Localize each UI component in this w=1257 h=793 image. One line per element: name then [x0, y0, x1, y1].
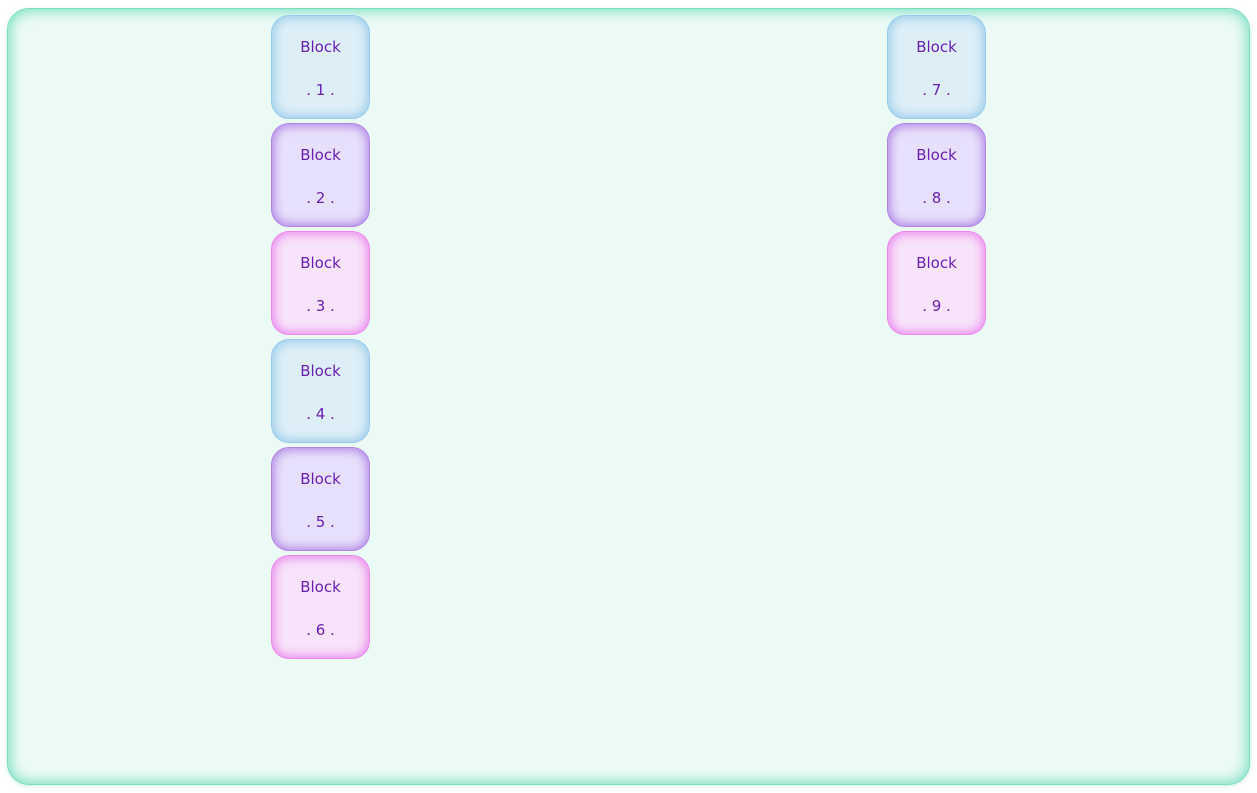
block-7[interactable]: Block . 7 .: [887, 15, 986, 119]
block-number: . 2 .: [306, 189, 335, 207]
block-5[interactable]: Block . 5 .: [271, 447, 370, 551]
block-title: Block: [916, 146, 957, 164]
block-number: . 4 .: [306, 405, 335, 423]
block-1[interactable]: Block . 1 .: [271, 15, 370, 119]
block-number: . 5 .: [306, 513, 335, 531]
block-number: . 7 .: [922, 81, 951, 99]
block-6[interactable]: Block . 6 .: [271, 555, 370, 659]
board-panel: Block . 1 . Block . 2 . Block . 3 . Bloc…: [7, 8, 1250, 785]
block-column-left: Block . 1 . Block . 2 . Block . 3 . Bloc…: [271, 15, 370, 659]
block-title: Block: [300, 362, 341, 380]
block-title: Block: [300, 578, 341, 596]
block-number: . 8 .: [922, 189, 951, 207]
block-title: Block: [300, 38, 341, 56]
block-9[interactable]: Block . 9 .: [887, 231, 986, 335]
block-number: . 9 .: [922, 297, 951, 315]
block-4[interactable]: Block . 4 .: [271, 339, 370, 443]
block-column-right: Block . 7 . Block . 8 . Block . 9 .: [887, 15, 986, 335]
block-number: . 1 .: [306, 81, 335, 99]
block-2[interactable]: Block . 2 .: [271, 123, 370, 227]
block-number: . 6 .: [306, 621, 335, 639]
block-3[interactable]: Block . 3 .: [271, 231, 370, 335]
block-8[interactable]: Block . 8 .: [887, 123, 986, 227]
block-number: . 3 .: [306, 297, 335, 315]
block-title: Block: [916, 254, 957, 272]
block-title: Block: [300, 146, 341, 164]
block-title: Block: [300, 254, 341, 272]
block-title: Block: [916, 38, 957, 56]
block-title: Block: [300, 470, 341, 488]
